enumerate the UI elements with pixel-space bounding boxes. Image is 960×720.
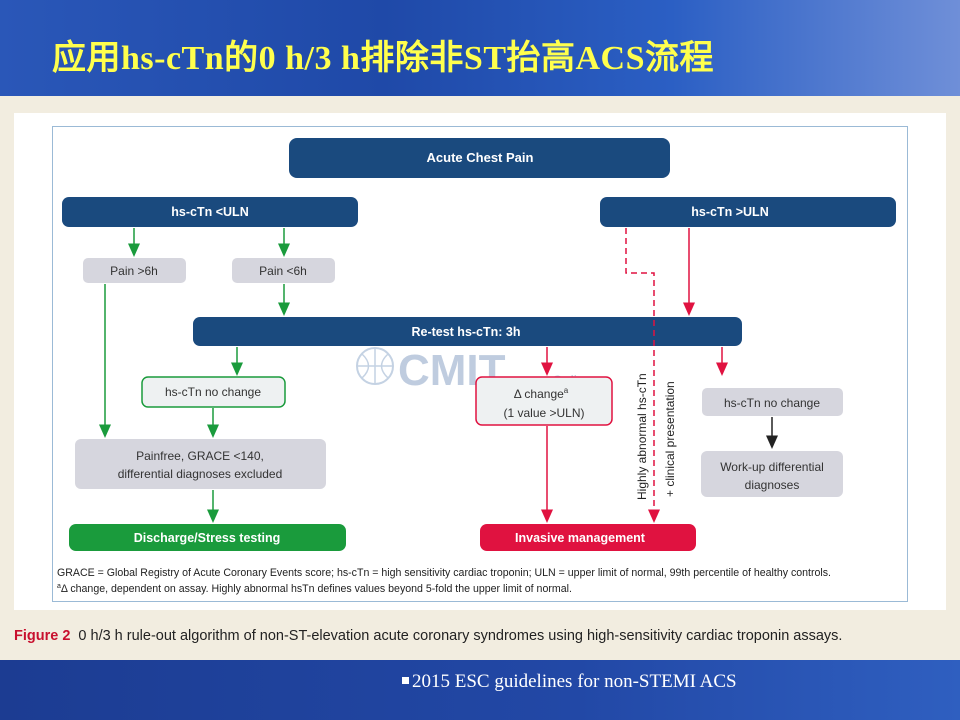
green-arrows — [99, 228, 290, 523]
no-change-right-box — [702, 388, 843, 416]
figure-caption-text: 0 h/3 h rule-out algorithm of non-ST-ele… — [78, 628, 843, 644]
slide-title: 应用hs-cTn的0 h/3 h排除非ST抬高ACS流程 — [52, 40, 715, 77]
square-bullet-icon — [402, 677, 409, 685]
invasive-box — [480, 524, 696, 551]
highly-abnormal-label: Highly abnormal hs-cTn — [635, 373, 649, 500]
painfree-box — [75, 439, 326, 489]
no-change-right-label: hs-cTn no change — [724, 396, 820, 410]
invasive-label: Invasive management — [515, 531, 646, 545]
footer-bar — [0, 660, 960, 720]
discharge-box — [69, 524, 346, 551]
acute-chest-pain-box — [289, 138, 670, 178]
no-change-left-label: hs-cTn no change — [165, 385, 261, 399]
delta-change-box — [475, 376, 613, 426]
pain-lt6-box — [232, 258, 335, 283]
globe-icon — [356, 347, 394, 385]
pain-lt6-label: Pain <6h — [259, 264, 307, 278]
workup-line1: Work-up differential — [720, 460, 824, 474]
footnote-line2: aΔ change, dependent on assay. Highly ab… — [57, 583, 572, 595]
workup-line2: diagnoses — [745, 478, 800, 492]
clinical-presentation-label: + clinical presentation — [663, 381, 677, 497]
figure-caption: Figure 2 0 h/3 h rule-out algorithm of no… — [14, 628, 842, 644]
acute-chest-pain-label: Acute Chest Pain — [427, 150, 534, 165]
workup-box — [701, 451, 843, 497]
no-change-left-box — [141, 376, 286, 408]
pain-gt6-label: Pain >6h — [110, 264, 158, 278]
hs-ctn-high-label: hs-cTn >ULN — [691, 205, 768, 219]
source-note: 2015 ESC guidelines for non-STEMI ACS — [402, 671, 737, 693]
delta-change-sub: (1 value >ULN) — [503, 406, 584, 420]
painfree-line2: differential diagnoses excluded — [118, 467, 283, 481]
figure-label: Figure 2 — [14, 628, 71, 644]
delta-change-label: Δ changea — [514, 386, 569, 401]
painfree-line1: Painfree, GRACE <140, — [136, 449, 264, 463]
hs-ctn-low-label: hs-cTn <ULN — [171, 205, 248, 219]
pain-gt6-box — [83, 258, 186, 283]
title-bar — [0, 0, 960, 96]
red-arrows — [541, 228, 728, 523]
hs-ctn-low-box — [62, 197, 358, 227]
retest-label: Re-test hs-cTn: 3h — [411, 325, 520, 339]
source-text: 2015 ESC guidelines for non-STEMI ACS — [412, 671, 737, 692]
footnote-line1: GRACE = Global Registry of Acute Coronar… — [57, 567, 831, 579]
hs-ctn-high-box — [600, 197, 896, 227]
retest-box — [193, 317, 742, 346]
discharge-label: Discharge/Stress testing — [134, 531, 281, 545]
